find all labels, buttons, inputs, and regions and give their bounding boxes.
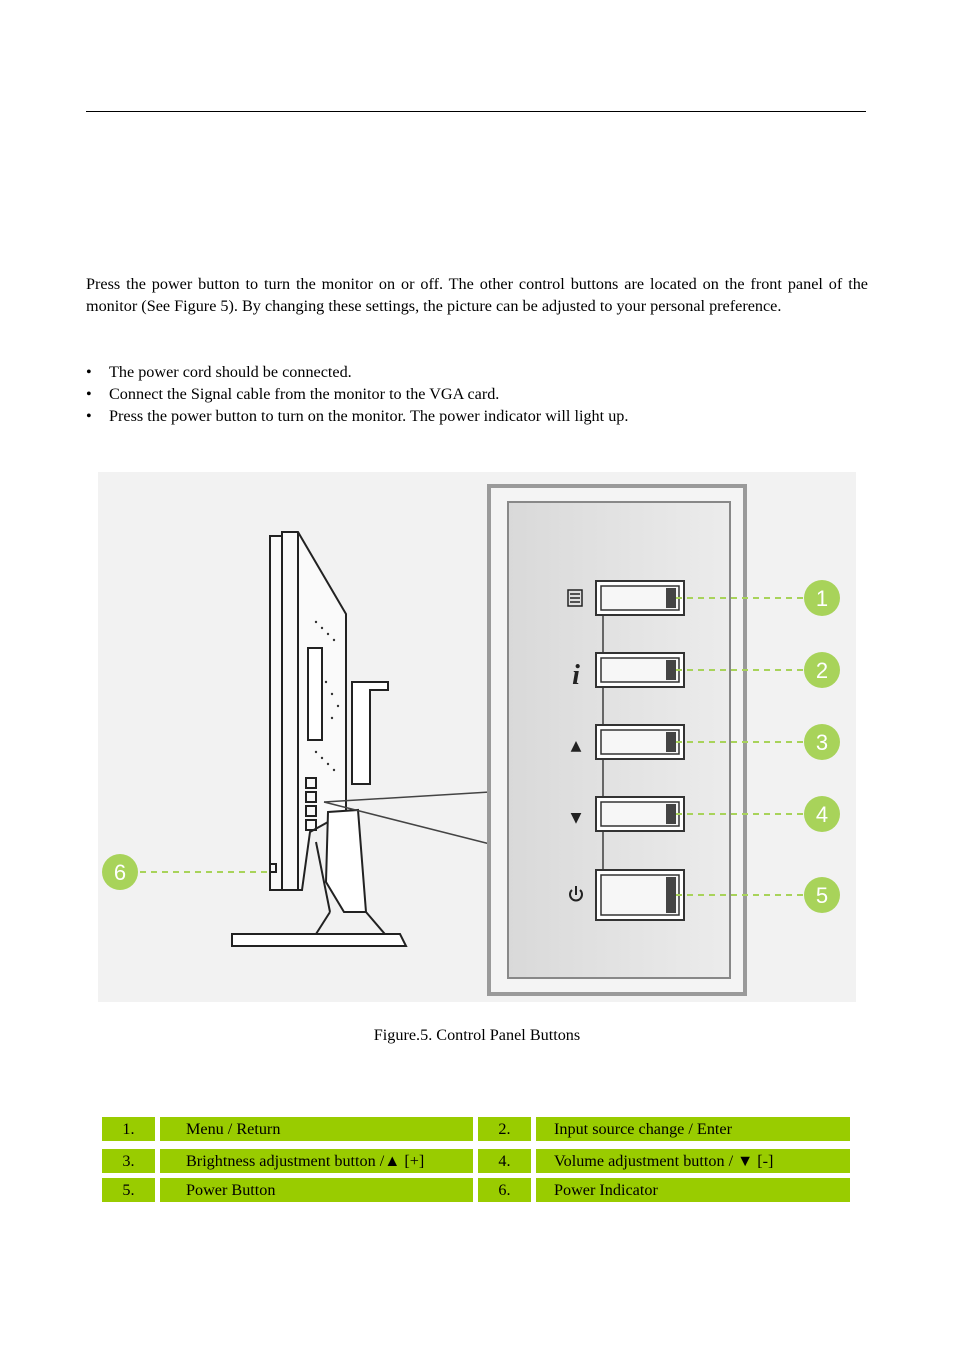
legend-number: 3. <box>102 1149 155 1173</box>
list-item: • Connect the Signal cable from the monit… <box>86 383 868 405</box>
legend-number: 5. <box>102 1178 155 1202</box>
down-button <box>595 796 685 832</box>
legend-number: 6. <box>478 1178 531 1202</box>
list-item-text: Connect the Signal cable from the monito… <box>109 385 500 403</box>
up-button <box>595 724 685 760</box>
legend-label: Menu / Return <box>160 1117 473 1141</box>
monitor-vent-dots <box>314 620 340 772</box>
callout-5: 5 <box>804 877 840 913</box>
menu-button <box>595 580 685 616</box>
legend-number: 4. <box>478 1149 531 1173</box>
control-panel-figure: i ▲ ▼ 1 2 3 4 <box>98 472 856 1002</box>
svg-text:3: 3 <box>816 730 828 755</box>
bullet-icon: • <box>86 363 92 381</box>
bullet-icon: • <box>86 407 92 425</box>
down-arrow-icon: ▼ <box>571 810 582 826</box>
info-icon: i <box>572 660 580 691</box>
figure-caption: Figure.5. Control Panel Buttons <box>373 1026 581 1044</box>
callout-3: 3 <box>804 724 840 760</box>
control-panel-illustration: i ▲ ▼ 1 2 3 4 <box>98 472 856 1002</box>
bullet-icon: • <box>86 385 92 403</box>
intro-paragraph: Press the power button to turn the monit… <box>86 275 868 315</box>
legend-label: Power Indicator <box>536 1178 850 1202</box>
svg-text:4: 4 <box>816 802 828 827</box>
svg-text:5: 5 <box>816 883 828 908</box>
input-button <box>595 652 685 688</box>
svg-text:6: 6 <box>114 860 126 885</box>
legend-label: Power Button <box>160 1178 473 1202</box>
callout-4: 4 <box>804 796 840 832</box>
legend-label: Input source change / Enter <box>536 1117 850 1141</box>
power-button <box>595 869 685 921</box>
power-icon <box>569 886 583 902</box>
legend-label: Volume adjustment button / ▼ [-] <box>536 1149 850 1173</box>
up-arrow-icon: ▲ <box>571 738 582 754</box>
list-item-text: Press the power button to turn on the mo… <box>109 407 629 425</box>
list-item: • Press the power button to turn on the m… <box>86 405 868 427</box>
callout-1: 1 <box>804 580 840 616</box>
legend-table: 1. Menu / Return 2. Input source change … <box>102 1117 850 1203</box>
checklist: • The power cord should be connected. • Co… <box>86 361 868 427</box>
callout-6: 6 <box>102 854 138 890</box>
legend-number: 1. <box>102 1117 155 1141</box>
list-item: • The power cord should be connected. <box>86 361 868 383</box>
legend-label: Brightness adjustment button /▲ [+] <box>160 1149 473 1173</box>
zoom-connector <box>323 791 491 845</box>
monitor-side-view <box>231 531 408 947</box>
callout-2: 2 <box>804 652 840 688</box>
header-rule <box>86 111 866 112</box>
svg-text:2: 2 <box>816 658 828 683</box>
list-item-text: The power cord should be connected. <box>109 363 352 381</box>
legend-number: 2. <box>478 1117 531 1141</box>
svg-text:1: 1 <box>816 586 828 611</box>
menu-icon <box>567 589 583 607</box>
